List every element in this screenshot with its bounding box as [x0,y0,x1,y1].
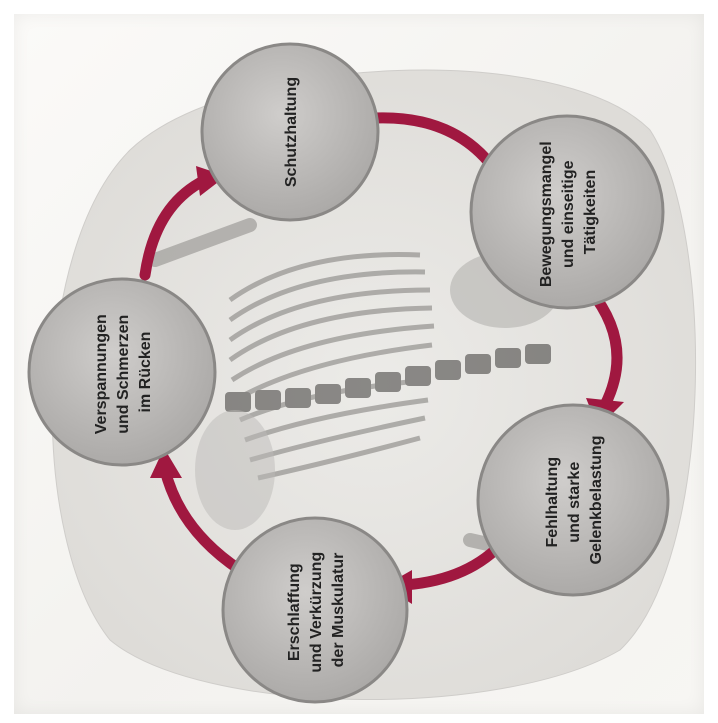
node-verspannungen: Verspannungen und Schmerzen im Rücken [29,279,215,465]
node-erschlaffung: Erschlaffung und Verkürzung der Muskulat… [223,518,407,702]
node-schutzhaltung: Schutzhaltung [202,44,378,220]
node-bewegungsmangel: Bewegungsmangel und einseitige Tätigkeit… [471,116,663,308]
pelvis-shadow [195,410,275,530]
node-fehlhaltung: Fehlhaltung und starke Gelenkbelastung [478,405,668,595]
node-schutzhaltung-label: Schutzhaltung [283,77,300,187]
node-erschlaffung-label: Erschlaffung und Verkürzung der Muskulat… [286,547,347,672]
